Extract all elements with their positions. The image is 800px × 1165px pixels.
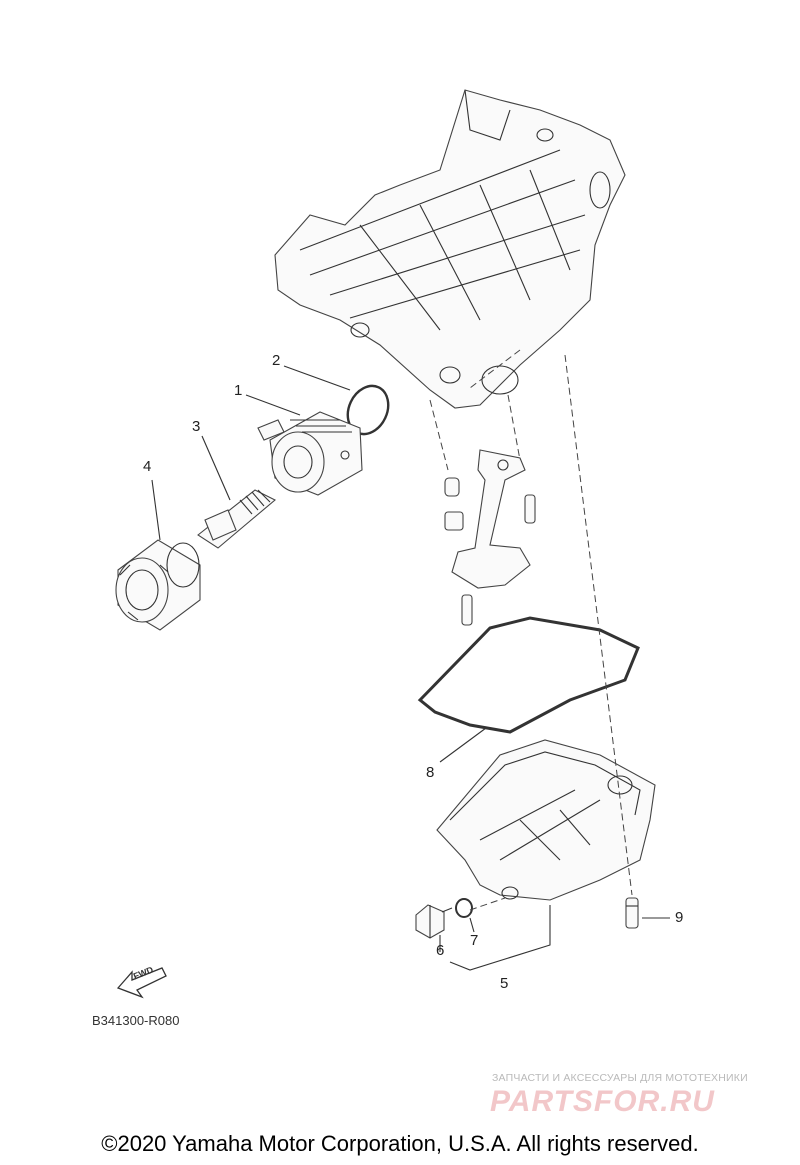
oil-filter-illustration [115, 539, 201, 631]
gasket-illustration [417, 616, 640, 734]
reference-code: B341300-R080 [92, 1013, 180, 1028]
callout-9: 9 [675, 909, 684, 926]
drain-bolt-illustration [415, 904, 453, 939]
callout-3: 3 [192, 418, 201, 435]
crankcase-illustration [274, 89, 626, 409]
fwd-arrow-icon [116, 967, 167, 999]
oil-pan-illustration [436, 739, 656, 901]
callout-leaders [151, 365, 670, 971]
washer-illustration [455, 898, 473, 918]
callout-8: 8 [426, 764, 435, 781]
callout-6: 6 [436, 942, 445, 959]
callout-1: 1 [234, 382, 243, 399]
copyright-notice: ©2020 Yamaha Motor Corporation, U.S.A. A… [101, 1131, 699, 1156]
oil-cooler-illustration [257, 411, 363, 496]
union-bolt-illustration [197, 489, 276, 549]
callout-7: 7 [470, 932, 479, 949]
callout-4: 4 [143, 458, 152, 475]
assembly-guide-lines [429, 349, 633, 911]
callout-5: 5 [500, 975, 509, 992]
oil-strainer-illustration [444, 449, 536, 626]
watermark-tagline: ЗАПЧАСТИ И АКСЕССУАРЫ ДЛЯ МОТОТЕХНИКИ [492, 1072, 748, 1084]
pan-bolt-illustration [625, 897, 639, 929]
callout-2: 2 [272, 352, 281, 369]
watermark-logo: PARTSFOR.RU [490, 1085, 715, 1118]
